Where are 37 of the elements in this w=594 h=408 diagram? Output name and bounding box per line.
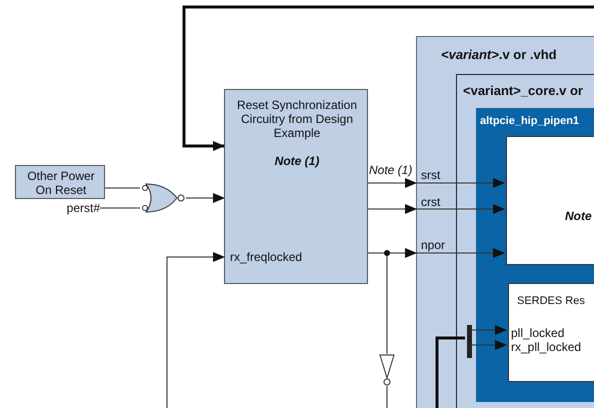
arrow (182, 6, 594, 151)
port-label: pll_locked (511, 326, 564, 340)
signal-label: perst# (58, 201, 100, 216)
connector-line (386, 386, 388, 408)
arrow (470, 325, 507, 335)
inverter-symbol (379, 354, 395, 386)
arrow (166, 252, 225, 408)
box-title: <variant>.v or .vhd (441, 48, 557, 62)
signal-label: crst (421, 195, 440, 209)
box-title: altpcie_hip_pipen1 (480, 114, 580, 128)
signal-label: srst (421, 168, 440, 182)
arrow (368, 204, 505, 214)
module-box (506, 136, 594, 265)
reset-source-box (15, 165, 105, 199)
arrow (368, 248, 505, 258)
bus-bar (467, 325, 472, 358)
arrow (368, 178, 505, 188)
module-box (476, 108, 594, 402)
port-label: rx_freqlocked (230, 250, 302, 264)
module-box (508, 283, 594, 382)
connector-line (436, 336, 465, 408)
box-title: SERDES Res (517, 294, 585, 308)
module-box (416, 36, 594, 408)
signal-label: npor (421, 238, 446, 252)
connector-line (384, 250, 390, 354)
reset-synchronizer-box (224, 89, 368, 284)
note-text: Note (565, 209, 592, 223)
module-box (456, 74, 594, 408)
box-title: Reset Synchronization Circuitry from Design Example (236, 98, 358, 140)
port-label: rx_pll_locked (511, 340, 582, 354)
box-title: <variant>_core.v or (463, 84, 583, 98)
note-text: Note (1) (274, 154, 320, 168)
arrow (186, 193, 225, 203)
box-label: Other Power On Reset (26, 169, 96, 197)
nor-gate-symbol (140, 183, 186, 213)
note-text: Note (1) (369, 163, 412, 177)
arrow (470, 340, 507, 350)
